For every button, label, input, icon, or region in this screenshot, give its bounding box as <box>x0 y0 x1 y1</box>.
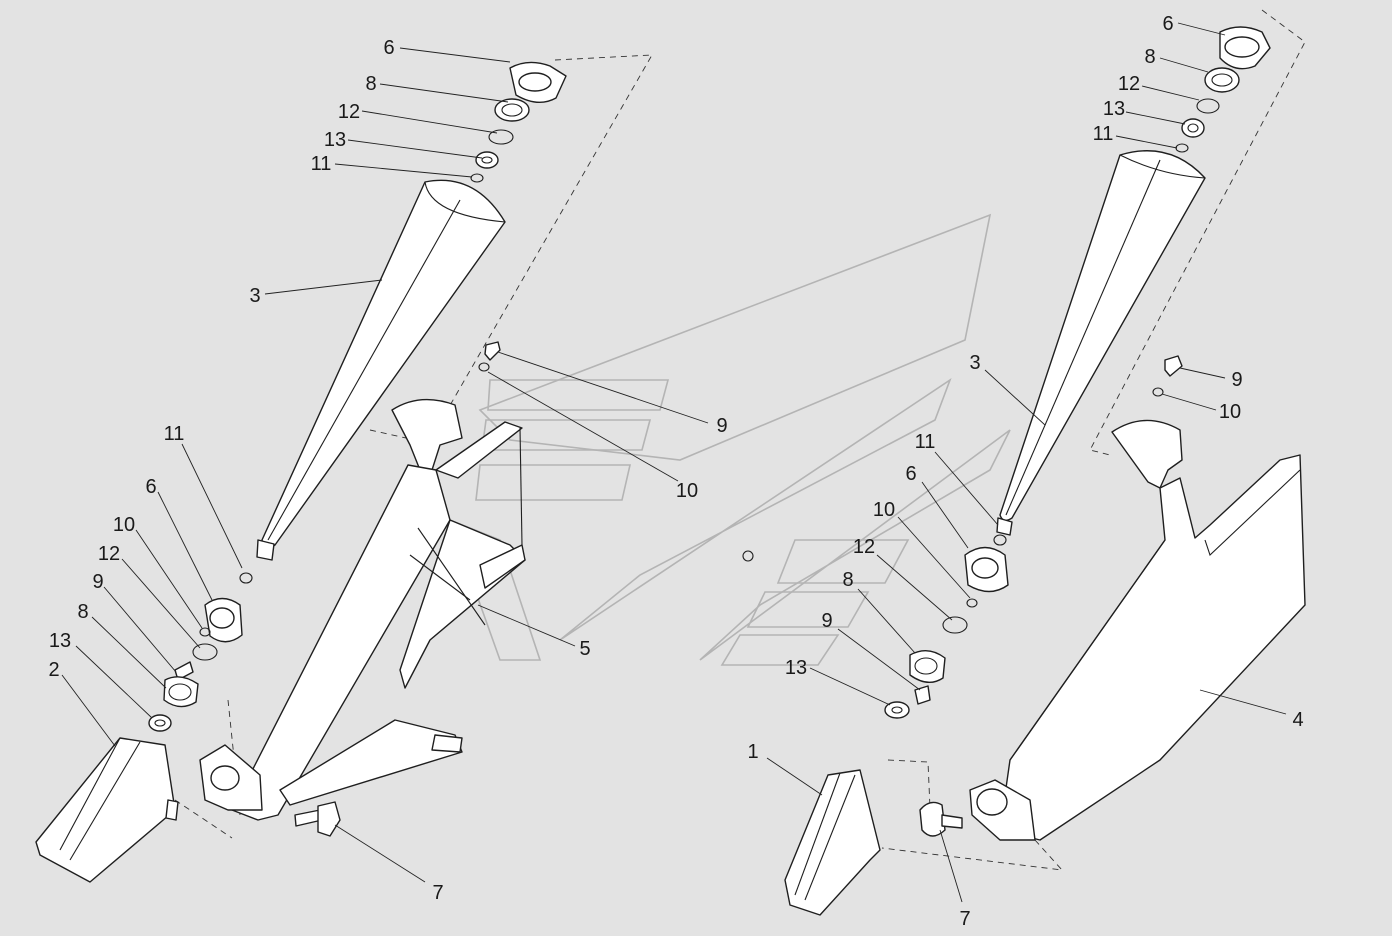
bolt-9-left <box>478 341 501 372</box>
callout-label: 12 <box>98 543 120 565</box>
callout-label: 13 <box>785 657 807 679</box>
callout-label: 13 <box>324 129 346 151</box>
small-ring <box>742 550 754 562</box>
bearing-stack-lower <box>148 572 253 732</box>
cone-tube-3-right <box>996 150 1206 536</box>
callout-label: 13 <box>49 630 71 652</box>
callout-label: 9 <box>92 571 103 593</box>
callout-label: 11 <box>311 153 332 175</box>
cone-tube-3 <box>256 179 506 561</box>
bolt-7-right <box>919 801 963 837</box>
callout-label: 6 <box>905 463 916 485</box>
callout-label: 12 <box>1118 73 1140 95</box>
callout-label: 8 <box>842 569 853 591</box>
bearing-stack-top <box>470 61 567 183</box>
callout-label: 7 <box>432 882 443 904</box>
callout-label: 9 <box>821 610 832 632</box>
callout-label: 3 <box>249 285 260 307</box>
hopper-1 <box>784 769 881 916</box>
callout-label: 5 <box>579 638 590 660</box>
callout-label: 8 <box>1144 46 1155 68</box>
callout-label: 6 <box>145 476 156 498</box>
callout-label: 11 <box>1093 123 1114 145</box>
callout-label: 10 <box>113 514 135 536</box>
hopper-2 <box>35 737 179 883</box>
bolt-7-left <box>294 801 341 837</box>
callout-label: 8 <box>365 73 376 95</box>
right-assembly <box>742 9 1306 916</box>
callout-label: 11 <box>164 423 185 445</box>
left-assembly <box>35 54 653 883</box>
bolt-9-right <box>1152 355 1183 397</box>
callout-label: 2 <box>48 659 59 681</box>
callout-label: 8 <box>77 601 88 623</box>
callout-label: 10 <box>1219 401 1241 423</box>
housing-4 <box>969 419 1306 841</box>
callout-label: 3 <box>969 352 980 374</box>
leader-lines <box>61 22 1287 903</box>
callout-label: 4 <box>1292 709 1303 731</box>
callout-label: 12 <box>853 536 875 558</box>
callout-label: 10 <box>676 480 698 502</box>
frame-5 <box>199 398 526 821</box>
callout-label: 10 <box>873 499 895 521</box>
guide-dashes-right <box>881 9 1306 871</box>
callout-label: 12 <box>338 101 360 123</box>
callout-label: 11 <box>915 431 936 453</box>
callout-label: 6 <box>383 37 394 59</box>
callout-labels: 6 8 12 13 11 3 11 6 10 12 9 8 13 2 9 10 … <box>48 13 1303 930</box>
callout-label: 9 <box>716 415 727 437</box>
bearing-stack-lower-right <box>884 534 1009 719</box>
callout-label: 13 <box>1103 98 1125 120</box>
callout-label: 9 <box>1231 369 1242 391</box>
callout-label: 7 <box>959 908 970 930</box>
guide-dashes <box>174 54 653 839</box>
callout-label: 6 <box>1162 13 1173 35</box>
bearing-stack-top-right <box>1175 26 1271 153</box>
callout-label: 1 <box>747 741 758 763</box>
